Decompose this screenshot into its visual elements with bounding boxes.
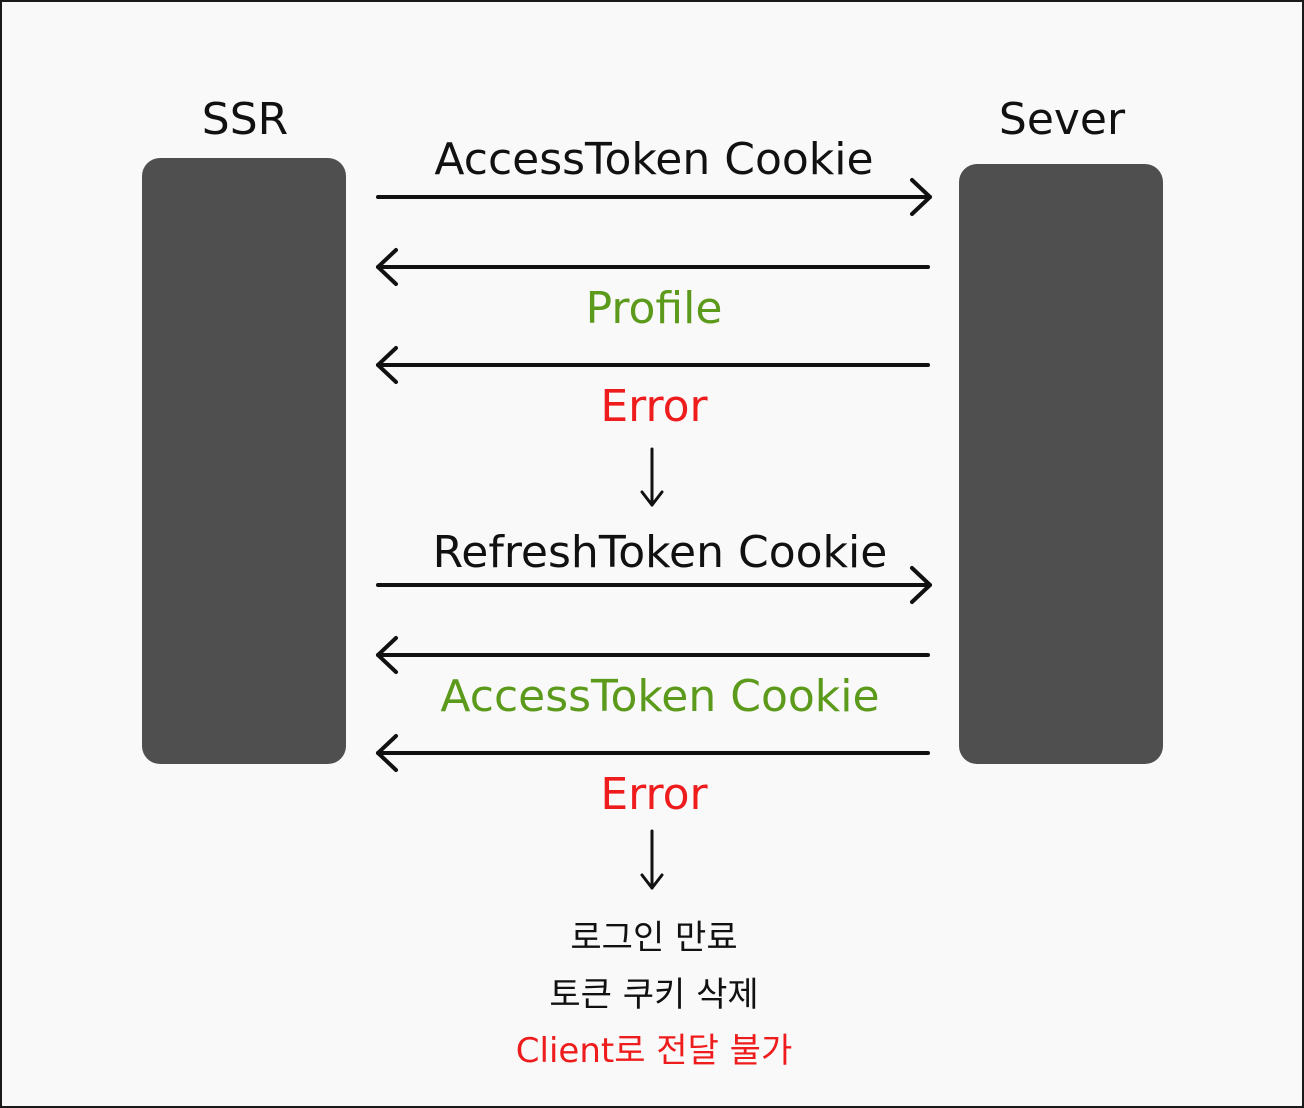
message-label-3: Error (600, 381, 708, 432)
actor-label-server: Sever (998, 94, 1126, 145)
arrow-left-profile (376, 248, 930, 286)
note-client-undeliverable: Client로 전달 불가 (515, 1031, 793, 1071)
arrow-right-accesstoken (376, 178, 932, 216)
arrow-left-error-1 (376, 346, 930, 384)
down-arrow-1 (640, 447, 664, 507)
message-label-4: RefreshToken Cookie (432, 527, 888, 578)
message-label-1: AccessToken Cookie (434, 134, 874, 185)
message-label-2: Profile (585, 283, 723, 334)
server-lane (959, 164, 1163, 764)
down-arrow-2 (640, 829, 664, 890)
ssr-lane (142, 158, 346, 764)
arrow-left-accesstoken (376, 636, 930, 674)
arrow-right-refreshtoken (376, 566, 932, 604)
arrow-left-error-2 (376, 734, 930, 772)
note-delete-token-cookie: 토큰 쿠키 삭제 (549, 975, 759, 1015)
note-login-expired: 로그인 만료 (570, 918, 738, 958)
message-label-6: Error (600, 769, 708, 820)
message-label-5: AccessToken Cookie (440, 671, 880, 722)
actor-label-ssr: SSR (201, 94, 289, 145)
